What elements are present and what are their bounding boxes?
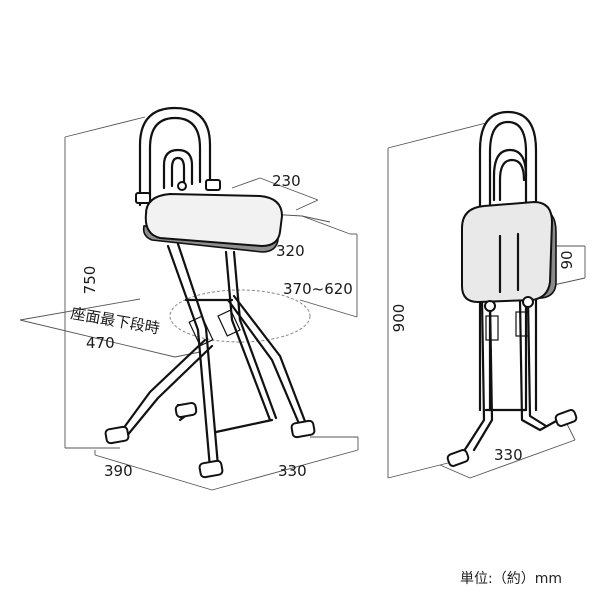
dim-seat-width: 320 [276, 242, 305, 260]
dim-lowest-seat-label: 座面最下段時 [69, 304, 161, 337]
dim-folded-thickness: 90 [558, 250, 576, 269]
folded-feet [446, 409, 578, 467]
open-feet [104, 401, 316, 479]
folded-legs [456, 298, 560, 460]
dim-seat-height-range: 370~620 [283, 280, 353, 298]
dim-base-width: 390 [104, 462, 133, 480]
dim-folded-height: 900 [390, 304, 408, 333]
folded-backrest [478, 110, 538, 412]
dim-folded-base-width: 330 [494, 446, 523, 464]
folded-chair-drawing: 900 90 330 [387, 110, 586, 479]
unit-note: 単位:（約）mm [460, 571, 562, 587]
dim-total-height-side: 750 [81, 266, 99, 295]
open-chair-dimension-lines [19, 116, 359, 491]
open-backrest [135, 106, 221, 207]
dim-lowest-seat-depth: 470 [86, 334, 115, 352]
open-chair-drawing: 750 230 320 370~620 座面最下段時 470 390 330 [19, 106, 359, 491]
dim-base-depth-side: 330 [278, 462, 307, 480]
lowest-seat-outline [169, 289, 311, 343]
folded-seat [461, 200, 557, 312]
open-legs [118, 242, 308, 470]
open-seat [142, 192, 284, 253]
dim-seat-depth: 230 [272, 172, 301, 190]
